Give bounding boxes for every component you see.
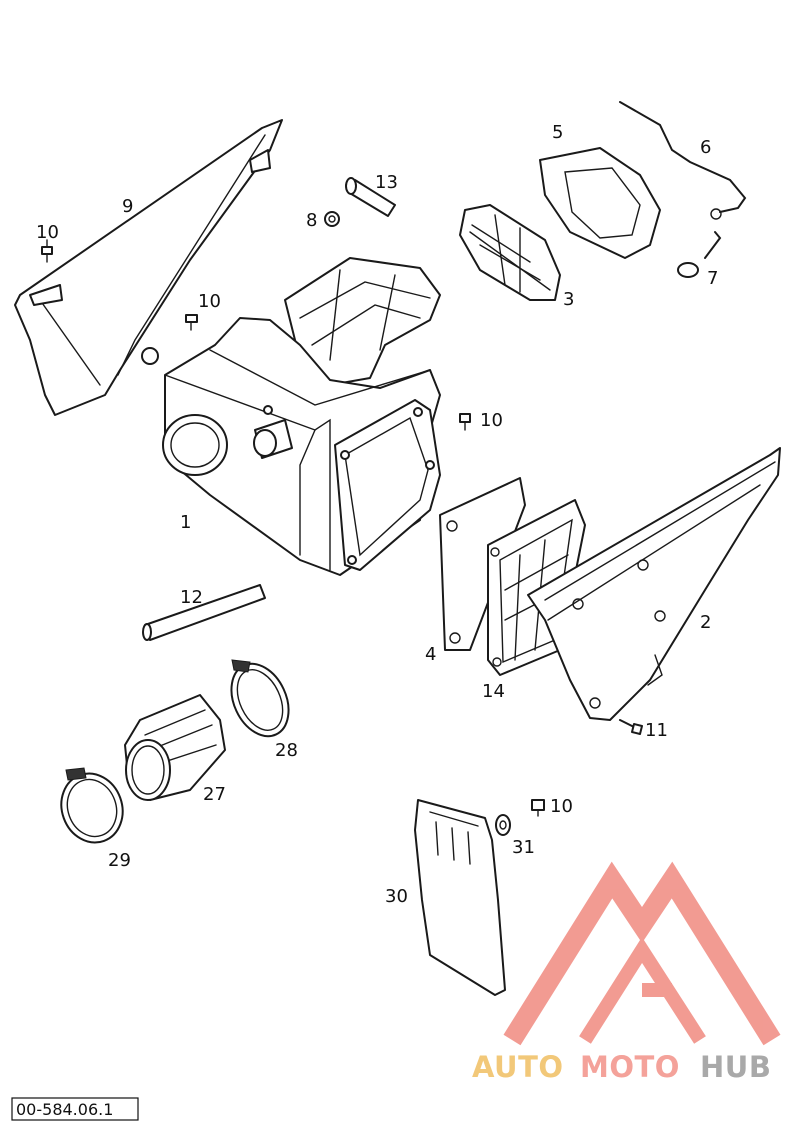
part-5-air-filter (539, 147, 661, 259)
callout-7: 7 (707, 268, 718, 289)
watermark-text-auto: AUTO (472, 1050, 564, 1084)
part-13-sleeve (345, 177, 396, 217)
part-7-pin (677, 231, 722, 278)
part-3-filter-cage (459, 204, 561, 301)
callout-12: 12 (180, 587, 203, 608)
callout-29: 29 (108, 850, 131, 871)
callout-9: 9 (122, 196, 133, 217)
callout-1: 1 (180, 512, 191, 533)
callout-10-b: 10 (198, 291, 221, 312)
callout-11: 11 (645, 720, 668, 741)
callout-30: 30 (385, 886, 408, 907)
callout-10-c: 10 (480, 410, 503, 431)
part-28-clamp (230, 659, 290, 738)
part-9-left-side-cover (14, 119, 283, 416)
part-10-screw-d (531, 799, 545, 817)
part-27-rubber-boot (124, 694, 226, 801)
callout-10-d: 10 (550, 796, 573, 817)
part-6-wire-clip (619, 101, 747, 220)
document-number: 00-584.06.1 (16, 1100, 113, 1119)
callout-8: 8 (306, 210, 317, 231)
watermark-triangle-icon (503, 861, 781, 1046)
watermark-logo (503, 861, 781, 1046)
part-29-clamp (60, 767, 124, 844)
part-30-mud-flap (414, 799, 506, 996)
part-10-screw-c (459, 413, 471, 431)
callout-13: 13 (375, 172, 398, 193)
part-12-hose (142, 584, 266, 641)
callout-10-a: 10 (36, 222, 59, 243)
part-10-screw-a (41, 246, 53, 263)
callout-4: 4 (425, 644, 436, 665)
part-1-airbox (162, 257, 441, 576)
part-31-washer (495, 814, 511, 836)
part-11-screw (619, 719, 643, 735)
part-2-right-side-cover (527, 447, 781, 721)
callout-2: 2 (700, 612, 711, 633)
callout-27: 27 (203, 784, 226, 805)
watermark-text-hub: HUB (700, 1050, 771, 1084)
callout-3: 3 (563, 289, 574, 310)
callout-6: 6 (700, 137, 711, 158)
callout-28: 28 (275, 740, 298, 761)
watermark-text-moto: MOTO (580, 1050, 680, 1084)
document-number-frame (11, 1097, 139, 1121)
callout-31: 31 (512, 837, 535, 858)
part-8-nut (324, 211, 340, 227)
callout-5: 5 (552, 122, 563, 143)
callout-14: 14 (482, 681, 505, 702)
part-10-screw-b (185, 314, 198, 331)
